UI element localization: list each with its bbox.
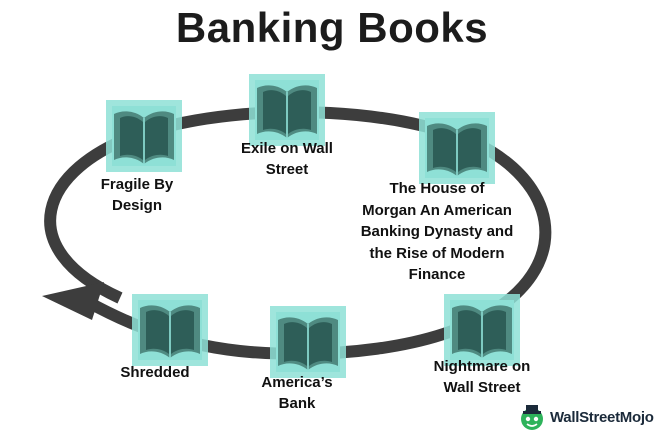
open-book-icon xyxy=(132,294,208,366)
book-title-line: Street xyxy=(265,161,309,178)
book-title-line: Exile on Wall xyxy=(241,140,333,157)
book-title-line: The House of xyxy=(389,180,485,197)
book-title-line: Nightmare on xyxy=(433,358,531,375)
open-book-icon xyxy=(419,112,495,184)
book-label-exile: Exile on Wall Street xyxy=(222,138,352,180)
logo-text: WallStreetMojo xyxy=(550,408,654,426)
cycle-arrow-path xyxy=(44,106,552,360)
book-icon-exile xyxy=(245,72,329,148)
book-icon-fragile xyxy=(102,98,186,174)
book-icon-nightmare xyxy=(440,292,524,368)
mascot-logo-icon xyxy=(521,405,543,430)
book-title-line: Fragile By xyxy=(100,176,174,193)
book-label-nightmare: Nightmare on Wall Street xyxy=(412,356,552,398)
book-label-fragile: Fragile By Design xyxy=(82,174,192,216)
open-book-icon xyxy=(444,294,520,366)
book-label-house-of-morgan: The House of Morgan An American Banking … xyxy=(347,178,527,286)
book-title-line: Design xyxy=(111,197,162,214)
open-book-icon xyxy=(249,74,325,146)
book-icon-house-of-morgan xyxy=(415,110,499,186)
book-title-line: Banking Dynasty and xyxy=(360,223,514,240)
book-title-line: Wall Street xyxy=(443,379,521,396)
book-title-line: the Rise of Modern xyxy=(369,244,505,262)
open-book-icon xyxy=(270,306,346,378)
open-book-icon xyxy=(106,100,182,172)
book-title-line: Morgan An American xyxy=(362,201,512,219)
arrow-head-icon xyxy=(42,282,104,320)
page-title: Banking Books xyxy=(175,4,489,51)
book-title-line: Finance xyxy=(408,266,466,283)
book-title-line: Bank xyxy=(278,395,316,412)
book-label-americas-bank: America’s Bank xyxy=(242,372,352,414)
book-title-line: America’s xyxy=(261,374,333,391)
book-icon-americas-bank xyxy=(266,304,350,380)
book-label-shredded: Shredded xyxy=(100,362,210,383)
book-icon-shredded xyxy=(128,292,212,368)
wallstreetmojo-logo: WallStreetMojo xyxy=(518,402,654,432)
book-title-line: Shredded xyxy=(120,364,190,381)
